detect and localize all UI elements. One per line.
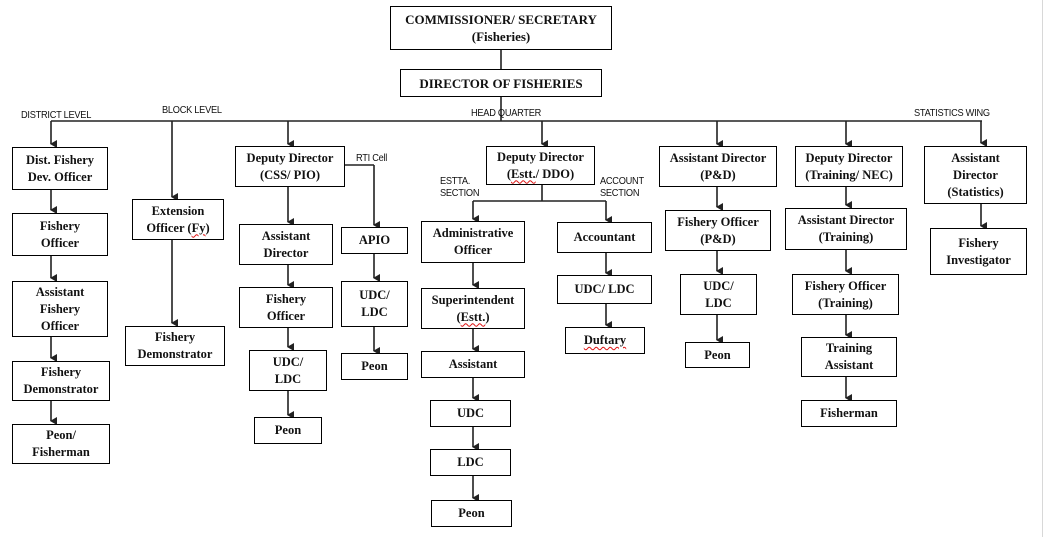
node-assistant-fishery-officer: Assistant Fishery Officer	[12, 281, 108, 337]
node-assistant-director-training: Assistant Director (Training)	[785, 208, 907, 250]
node-accountant: Accountant	[557, 222, 652, 253]
node-udc-estt: UDC	[430, 400, 511, 427]
label-block-level: BLOCK LEVEL	[162, 104, 222, 116]
node-dist-fishery-dev-officer: Dist. Fishery Dev. Officer	[12, 147, 108, 190]
node-fishery-officer-pd: Fishery Officer (P&D)	[665, 210, 771, 251]
node-fisherman-training: Fisherman	[801, 400, 897, 427]
node-training-assistant: Training Assistant	[801, 337, 897, 377]
node-peon-pd: Peon	[685, 342, 750, 368]
label-estta-section: ESTTA. SECTION	[440, 175, 480, 199]
node-director-of-fisheries: DIRECTOR OF FISHERIES	[400, 69, 602, 97]
label-head-quarter: HEAD QUARTER	[471, 107, 542, 119]
node-deputy-director-css-pio: Deputy Director (CSS/ PIO)	[235, 146, 345, 187]
page-edge-divider	[1042, 0, 1043, 537]
node-district-fishery-demonstrator: Fishery Demonstrator	[12, 361, 110, 401]
node-assistant-estt: Assistant	[421, 351, 525, 378]
node-peon-fisherman: Peon/ Fisherman	[12, 424, 110, 464]
node-udc-ldc-css: UDC/ LDC	[249, 350, 327, 391]
node-peon-estt: Peon	[431, 500, 512, 527]
node-deputy-director-training-nec: Deputy Director (Training/ NEC)	[795, 146, 903, 187]
node-peon-rti: Peon	[341, 353, 408, 380]
node-fishery-investigator: Fishery Investigator	[930, 228, 1027, 275]
node-commissioner-secretary: COMMISSIONER/ SECRETARY (Fisheries)	[390, 6, 612, 50]
node-udc-ldc-rti: UDC/ LDC	[341, 281, 408, 327]
node-assistant-director-statistics: Assistant Director (Statistics)	[924, 146, 1027, 204]
node-apio: APIO	[341, 227, 408, 254]
node-block-fishery-demonstrator: Fishery Demonstrator	[125, 326, 225, 366]
node-assistant-director-css: Assistant Director	[239, 224, 333, 265]
label-account-section: ACCOUNT SECTION	[600, 175, 644, 199]
node-administrative-officer: Administrative Officer	[421, 221, 525, 263]
node-assistant-director-pd: Assistant Director (P&D)	[659, 146, 777, 187]
node-udc-ldc-account: UDC/ LDC	[557, 275, 652, 304]
node-fishery-officer-css: Fishery Officer	[239, 287, 333, 328]
node-fishery-officer-training: Fishery Officer (Training)	[792, 274, 899, 315]
label-statistics-wing: STATISTICS WING	[914, 107, 990, 119]
label-rti-cell: RTI Cell	[356, 152, 388, 164]
node-district-fishery-officer: Fishery Officer	[12, 213, 108, 256]
label-district-level: DISTRICT LEVEL	[21, 109, 92, 121]
node-udc-ldc-pd: UDC/ LDC	[680, 274, 757, 315]
node-ldc-estt: LDC	[430, 449, 511, 476]
node-peon-css: Peon	[254, 417, 322, 444]
node-extension-officer: Extension Officer (Fy)	[132, 199, 224, 240]
node-deputy-director-estt-ddo: Deputy Director(Estt./ DDO)	[486, 146, 595, 185]
node-superintendent-estt: Superintendent(Estt.)	[421, 288, 525, 329]
node-duftary: Duftary	[565, 327, 645, 354]
